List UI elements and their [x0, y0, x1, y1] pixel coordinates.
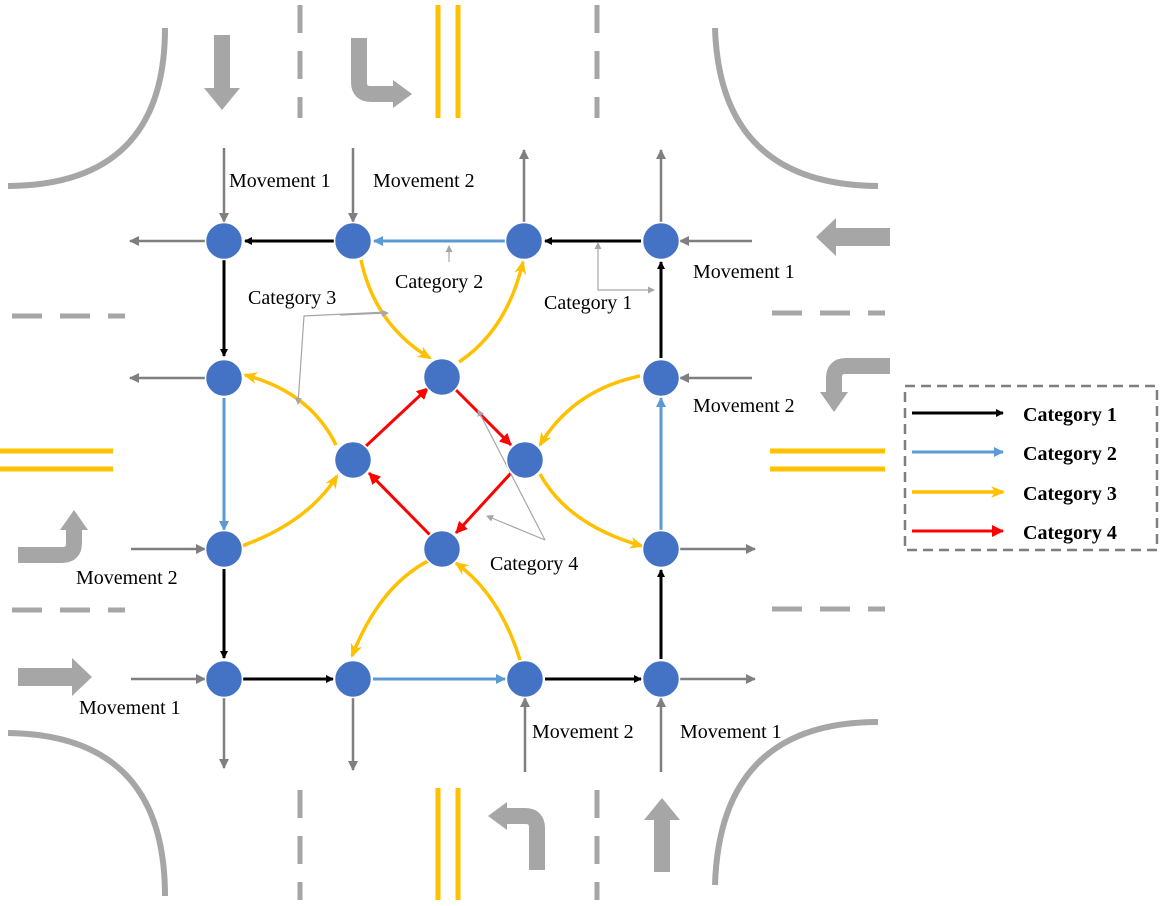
center-lines [0, 5, 885, 900]
node [333, 440, 373, 480]
pavement-straight-arrow-left-icon [816, 218, 890, 256]
callout-category-1: Category 1 [544, 292, 632, 314]
label-west-movement-2: Movement 2 [76, 567, 178, 589]
callout-category-3: Category 3 [248, 287, 336, 309]
curb-bottom-left [7, 730, 168, 897]
node [505, 659, 545, 699]
node [422, 357, 462, 397]
movement-arrows [129, 148, 756, 772]
node [204, 358, 244, 398]
pavement-straight-arrow-up-icon [644, 798, 680, 872]
category-2-edges [219, 236, 666, 684]
node [641, 659, 681, 699]
node [505, 440, 545, 480]
pavement-arrows [18, 35, 890, 872]
curb-bottom-right [712, 719, 879, 886]
category-1-edges [220, 237, 665, 683]
node [504, 221, 544, 261]
road-markings [7, 5, 885, 900]
label-south-movement-2: Movement 2 [532, 721, 634, 743]
nodes [204, 221, 681, 699]
node [204, 659, 244, 699]
callout-category-2: Category 2 [395, 271, 483, 293]
label-south-movement-1: Movement 1 [680, 721, 782, 743]
node [204, 529, 244, 569]
node [333, 659, 373, 699]
pavement-right-turn-arrow-icon [351, 38, 395, 102]
diagram-labels: Movement 1 Movement 2 Movement 1 Movemen… [76, 170, 795, 743]
curb-top-left [7, 27, 168, 189]
category-3-edges [241, 259, 644, 661]
node [641, 358, 681, 398]
label-west-movement-1: Movement 1 [79, 697, 181, 719]
node [641, 221, 681, 261]
callout-category-4: Category 4 [490, 553, 578, 575]
category-4-edges [364, 386, 514, 537]
pavement-turn-arrow-heads [60, 80, 848, 830]
label-east-movement-1: Movement 1 [693, 261, 795, 283]
node [333, 221, 373, 261]
pavement-turn-arrows [18, 38, 890, 870]
legend-label-category-2: Category 2 [1023, 443, 1117, 465]
node [641, 529, 681, 569]
pavement-turn-arrow-west-icon [18, 526, 82, 563]
pavement-left-turn-arrow-icon [505, 808, 545, 870]
legend-label-category-1: Category 1 [1023, 404, 1117, 426]
callout-leaders [294, 242, 655, 541]
legend: Category 1 Category 2 Category 3 Categor… [903, 384, 1159, 552]
pavement-straight-arrow-right-icon [18, 658, 92, 696]
label-east-movement-2: Movement 2 [693, 395, 795, 417]
legend-label-category-3: Category 3 [1023, 483, 1117, 505]
curb-top-right [712, 27, 879, 189]
node [422, 529, 462, 569]
node [204, 221, 244, 261]
legend-label-category-4: Category 4 [1023, 522, 1117, 544]
pavement-straight-arrow-down-icon [204, 35, 240, 110]
label-north-movement-1: Movement 1 [229, 170, 331, 192]
pavement-turn-arrow-east-icon [826, 358, 890, 396]
label-north-movement-2: Movement 2 [373, 170, 475, 192]
